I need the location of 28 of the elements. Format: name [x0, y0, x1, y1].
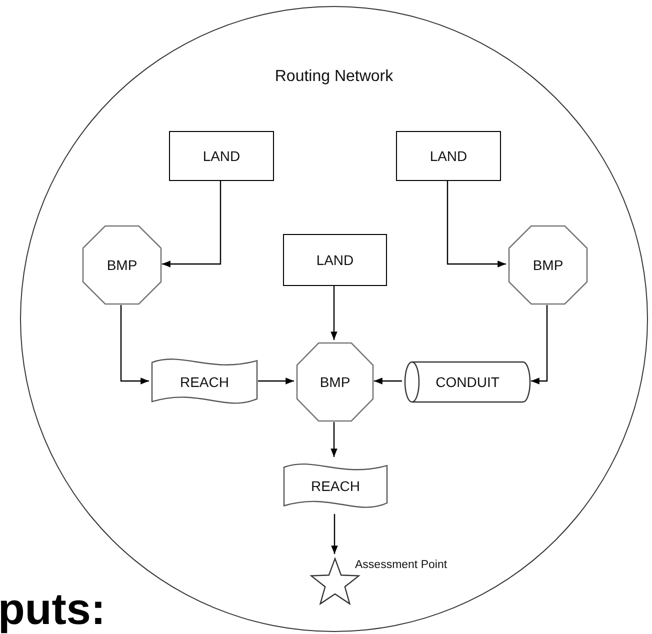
arrow: [162, 181, 222, 268]
octagon-node: [508, 225, 588, 305]
arrow: [531, 305, 548, 384]
node-label: REACH: [180, 372, 229, 392]
node-label: LAND: [430, 146, 468, 166]
process-box: [283, 234, 387, 286]
node-label: BMP: [106, 256, 138, 274]
cut-off-heading: puts:: [0, 588, 106, 632]
node-label: CONDUIT: [436, 372, 500, 392]
arrow: [330, 286, 338, 340]
node-label: LAND: [316, 250, 354, 270]
node-label: BMP: [532, 256, 564, 274]
node-label: LAND: [202, 146, 240, 166]
network-title: Routing Network: [274, 67, 394, 87]
arrow: [120, 305, 149, 384]
arrow: [330, 422, 338, 457]
arrow: [374, 378, 402, 384]
process-box: [396, 131, 501, 181]
arrow: [331, 514, 338, 554]
arrow: [446, 181, 506, 268]
octagon-node: [82, 225, 162, 305]
arrow: [258, 378, 294, 384]
cylinder-node: [404, 361, 531, 403]
node-caption: Assessment Point: [355, 558, 448, 573]
process-box: [169, 131, 274, 181]
node-label: REACH: [310, 477, 360, 496]
node-label: BMP: [320, 372, 350, 392]
octagon-node: [296, 342, 374, 422]
